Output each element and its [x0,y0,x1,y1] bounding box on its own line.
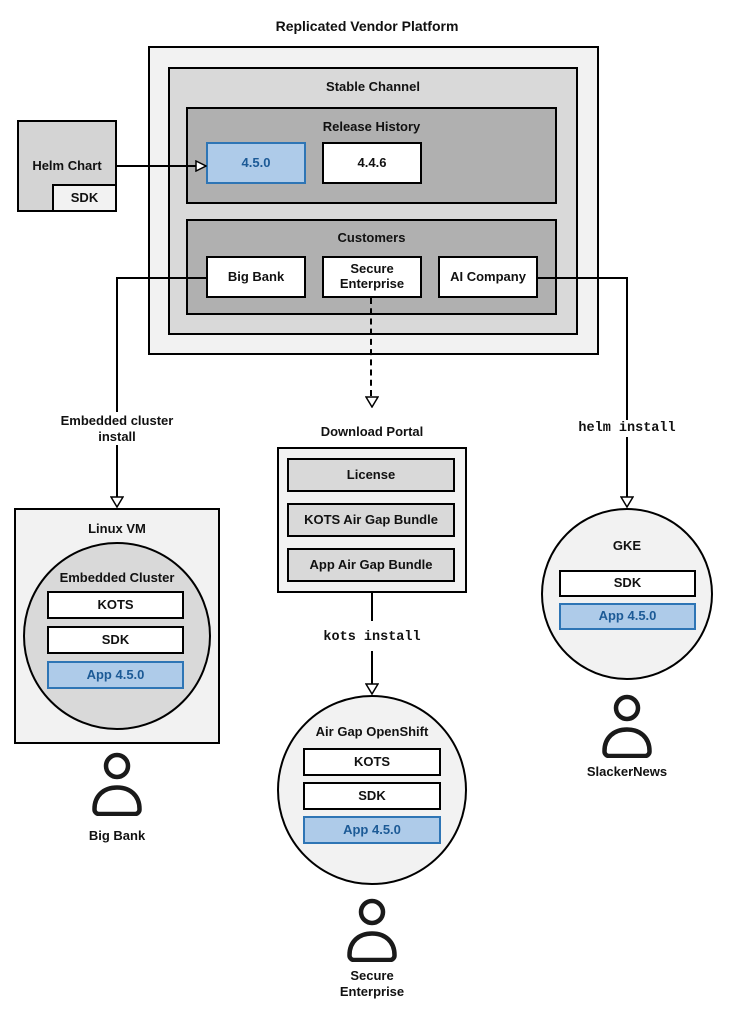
customer-ai-company[interactable]: AI Company [438,256,538,298]
helm-to-release-line [117,165,202,167]
gke-app-box: App 4.5.0 [559,603,696,630]
release-4-5-0[interactable]: 4.5.0 [206,142,306,184]
aicompany-out-line [538,277,628,279]
openshift-kots-box: KOTS [303,748,441,776]
release-4-4-6[interactable]: 4.4.6 [322,142,422,184]
app-airgap-bundle-box[interactable]: App Air Gap Bundle [287,548,455,582]
right-flow-line [626,277,628,499]
linux-vm-app-box: App 4.5.0 [47,661,184,689]
slackernews-actor-label: SlackerNews [586,764,668,779]
kots-install-line [371,651,373,685]
big-bank-actor-label: Big Bank [88,828,146,843]
customers-label: Customers [337,230,406,245]
download-portal-label: Download Portal [292,423,452,441]
arrowhead-right-icon [195,160,207,172]
openshift-app-box: App 4.5.0 [303,816,441,844]
bigbank-out-line [117,277,206,279]
license-box[interactable]: License [287,458,455,492]
user-icon [90,752,144,816]
kots-airgap-bundle-box[interactable]: KOTS Air Gap Bundle [287,503,455,537]
arrowhead-down-icon [365,683,379,695]
arrowhead-down-icon [110,496,124,508]
arrowhead-down-icon [620,496,634,508]
customer-secure-enterprise[interactable]: Secure Enterprise [322,256,422,298]
helm-install-label: helm install [557,420,697,437]
linux-vm-kots-box: KOTS [47,591,184,619]
helm-chart-label: Helm Chart [32,158,102,174]
open-arrowhead-down-icon [365,396,379,408]
release-history-label: Release History [322,119,421,134]
diagram-title: Replicated Vendor Platform [275,18,459,34]
secure-enterprise-actor-label: Secure Enterprise [339,968,405,999]
left-flow-line [116,277,118,499]
embedded-cluster-install-label: Embedded cluster install [52,412,182,446]
openshift-sdk-box: SDK [303,782,441,810]
gke-sdk-box: SDK [559,570,696,597]
linux-vm-sdk-box: SDK [47,626,184,654]
secure-enterprise-dashed-line [370,298,372,396]
airgap-openshift-label: Air Gap OpenShift [315,724,429,739]
portal-out-line [371,593,373,621]
kots-install-label: kots install [302,629,442,646]
user-icon [345,898,399,962]
helm-chart-sdk-box: SDK [52,184,117,212]
user-icon [600,694,654,758]
gke-label: GKE [612,538,642,553]
customer-big-bank[interactable]: Big Bank [206,256,306,298]
stable-channel-label: Stable Channel [326,79,420,94]
embedded-cluster-label: Embedded Cluster [59,570,175,585]
linux-vm-label: Linux VM [88,521,146,536]
